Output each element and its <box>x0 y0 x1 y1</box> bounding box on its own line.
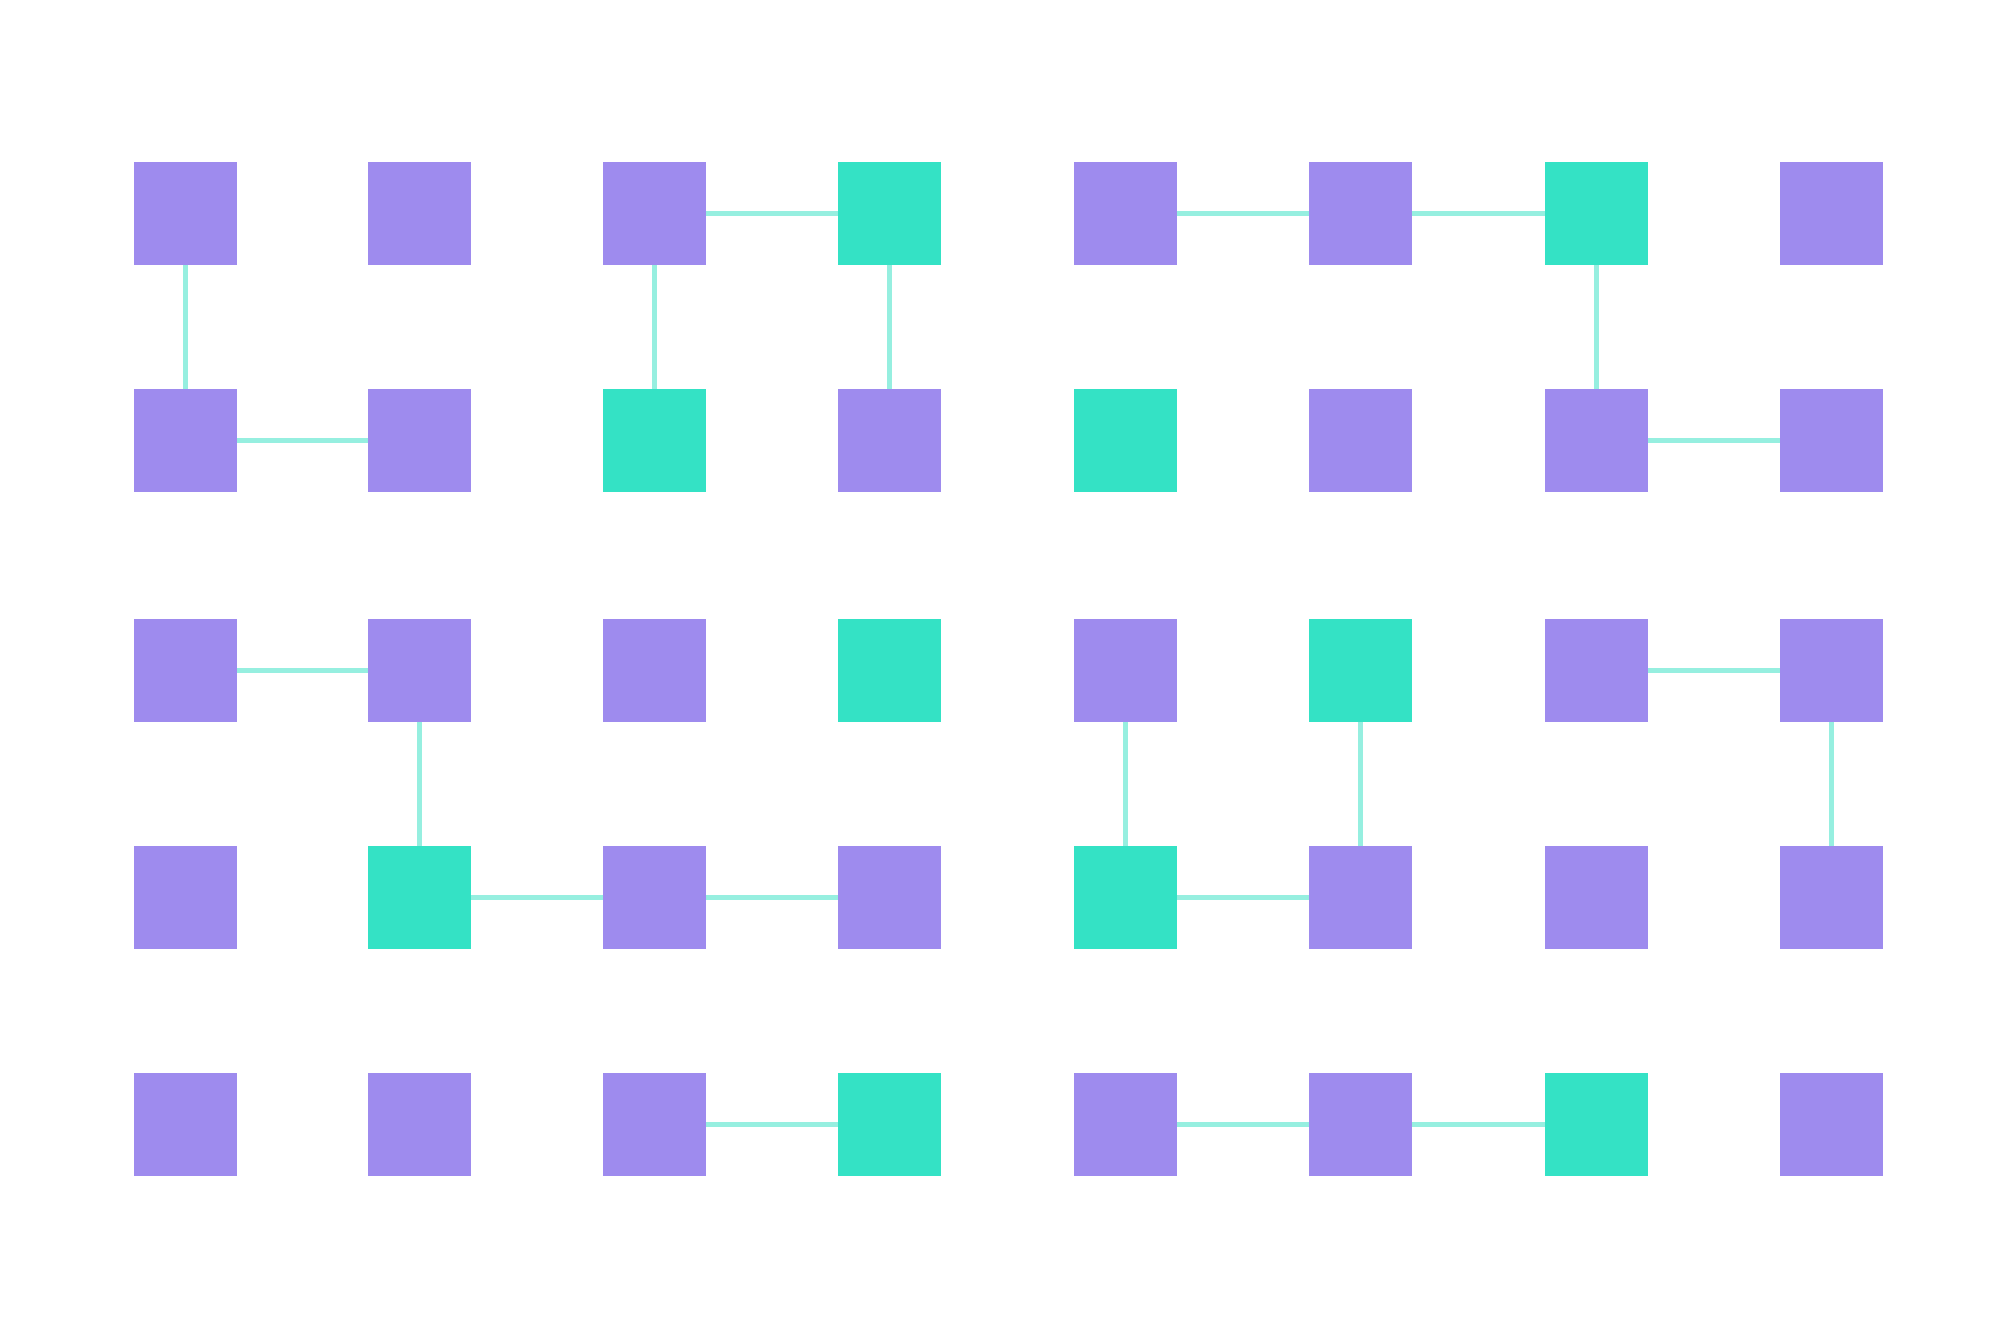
node-r3c3 <box>838 846 941 949</box>
highlight-node-r2c3 <box>838 619 941 722</box>
node-r0c4 <box>1074 162 1177 265</box>
node-r1c1 <box>368 389 471 492</box>
node-r1c0 <box>134 389 237 492</box>
node-r3c6 <box>1545 846 1648 949</box>
node-r2c4 <box>1074 619 1177 722</box>
highlight-node-r3c4 <box>1074 846 1177 949</box>
node-r0c7 <box>1780 162 1883 265</box>
node-r0c0 <box>134 162 237 265</box>
highlight-node-r0c6 <box>1545 162 1648 265</box>
node-r2c1 <box>368 619 471 722</box>
node-r2c0 <box>134 619 237 722</box>
node-r3c0 <box>134 846 237 949</box>
highlight-node-r4c6 <box>1545 1073 1648 1176</box>
highlight-node-r1c2 <box>603 389 706 492</box>
node-r4c5 <box>1309 1073 1412 1176</box>
node-r0c1 <box>368 162 471 265</box>
node-r1c3 <box>838 389 941 492</box>
node-r4c4 <box>1074 1073 1177 1176</box>
highlight-node-r0c3 <box>838 162 941 265</box>
highlight-node-r3c1 <box>368 846 471 949</box>
node-r4c0 <box>134 1073 237 1176</box>
node-r3c2 <box>603 846 706 949</box>
node-r2c2 <box>603 619 706 722</box>
node-r3c7 <box>1780 846 1883 949</box>
highlight-node-r2c5 <box>1309 619 1412 722</box>
node-r4c2 <box>603 1073 706 1176</box>
node-r0c5 <box>1309 162 1412 265</box>
node-r2c7 <box>1780 619 1883 722</box>
node-r2c6 <box>1545 619 1648 722</box>
node-r0c2 <box>603 162 706 265</box>
node-r3c5 <box>1309 846 1412 949</box>
nodes-layer <box>134 162 1883 1176</box>
node-r1c7 <box>1780 389 1883 492</box>
highlight-node-r4c3 <box>838 1073 941 1176</box>
node-r4c7 <box>1780 1073 1883 1176</box>
node-r1c6 <box>1545 389 1648 492</box>
node-r4c1 <box>368 1073 471 1176</box>
node-r1c5 <box>1309 389 1412 492</box>
highlight-node-r1c4 <box>1074 389 1177 492</box>
